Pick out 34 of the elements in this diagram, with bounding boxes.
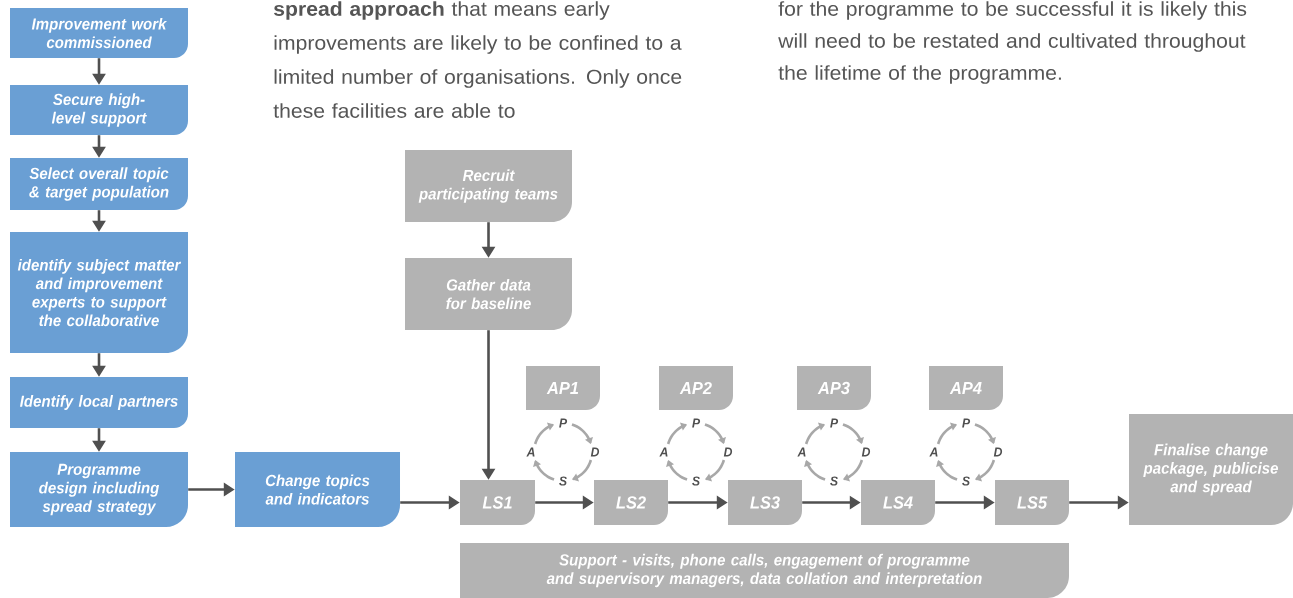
process-box: Improvement work commissioned	[10, 8, 188, 58]
process-box: Select overall topic & target population	[10, 158, 188, 210]
cycle-letter: D	[993, 447, 1003, 457]
cycle-letter: A	[659, 447, 668, 457]
process-box: Secure high-level support	[10, 85, 188, 135]
cycle-letter: A	[526, 447, 535, 457]
action-period-box: AP3	[797, 366, 871, 410]
session-box: LS1	[460, 480, 535, 525]
process-box: Recruit participating teams	[405, 150, 572, 222]
process-box: Finalise change package, publicise and spread	[1129, 414, 1293, 525]
cycle-letter: S	[559, 476, 567, 486]
cycle-letter: S	[962, 476, 970, 486]
cycle-letter: S	[692, 476, 700, 486]
process-box: Gather data for baseline	[405, 258, 572, 330]
process-box: Identify local partners	[10, 377, 188, 428]
cycle-letter: S	[830, 476, 838, 486]
cycle-letter: A	[929, 447, 938, 457]
session-box: LS5	[995, 480, 1069, 525]
cycle-letter: D	[723, 447, 733, 457]
body-text: spread approach that means early improvements are likely to be confined to a limited number of organisations. Only once these facilities are able to	[273, 1, 682, 118]
process-box: Programme design including spread strategy	[10, 452, 188, 527]
action-period-box: AP1	[526, 366, 600, 410]
cycle-letter: D	[590, 447, 600, 457]
session-box: LS4	[861, 480, 935, 525]
support-band: Support - visits, phone calls, engagement of programme and supervisory managers, data collation and interpretation	[460, 543, 1069, 598]
session-box: LS3	[728, 480, 802, 525]
process-box: identify subject matter and improvement experts to support the collaborative	[10, 232, 188, 353]
action-period-box: AP2	[659, 366, 733, 410]
body-text: for the programme to be successful it is likely this will need to be restated and cultivated throughout the lifetime of the programme.	[778, 1, 1247, 84]
cycle-letter: D	[861, 447, 871, 457]
session-box: LS2	[594, 480, 668, 525]
cycle-letter: A	[797, 447, 806, 457]
action-period-box: AP4	[929, 366, 1003, 410]
process-box: Change topics and indicators	[235, 452, 400, 527]
